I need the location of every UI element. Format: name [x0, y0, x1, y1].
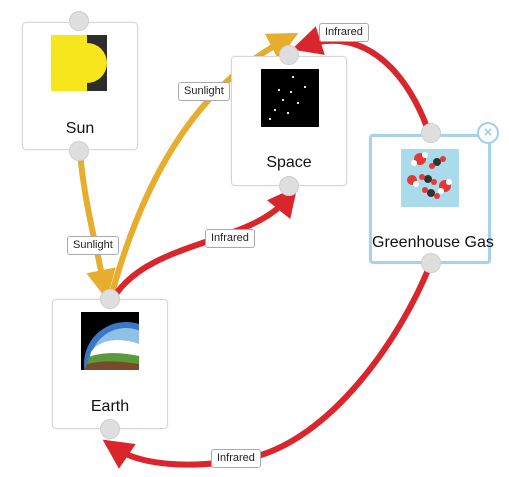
stars-icon — [261, 69, 319, 127]
port-space-top[interactable] — [279, 45, 299, 65]
port-greenhouse-gas-top[interactable] — [421, 123, 441, 143]
node-label-space: Space — [266, 154, 312, 171]
link-label-gas-earth-infrared[interactable]: Infrared — [211, 449, 261, 468]
sun-image — [51, 35, 107, 91]
node-label-greenhouse-gas: Greenhouse Gas — [372, 234, 494, 251]
port-earth-top[interactable] — [100, 289, 120, 309]
molecules-icon — [401, 149, 459, 207]
node-sun[interactable]: Sun — [22, 22, 138, 150]
space-image — [261, 69, 319, 127]
node-greenhouse-gas[interactable]: Greenhouse Gas — [369, 134, 494, 264]
link-sun-earth[interactable] — [77, 151, 116, 300]
node-earth[interactable]: Earth — [52, 299, 168, 429]
sun-icon — [51, 35, 107, 91]
node-space[interactable]: Space — [231, 56, 347, 186]
node-label-earth: Earth — [90, 398, 130, 415]
earth-icon — [81, 312, 139, 370]
port-greenhouse-gas-bottom[interactable] — [421, 253, 441, 273]
port-space-bottom[interactable] — [279, 176, 299, 196]
earth-image — [81, 312, 139, 370]
close-icon[interactable]: × — [477, 122, 499, 144]
link-label-earth-space-sunlight[interactable]: Sunlight — [178, 82, 230, 101]
link-label-sun-earth[interactable]: Sunlight — [67, 236, 119, 255]
link-gas-earth-infrared[interactable] — [102, 263, 433, 469]
greenhouse-gas-image — [401, 149, 459, 207]
link-label-gas-space-infrared[interactable]: Infrared — [319, 23, 369, 42]
port-sun-bottom[interactable] — [69, 141, 89, 161]
port-sun-top[interactable] — [69, 11, 89, 31]
node-label-sun: Sun — [65, 120, 95, 137]
port-earth-bottom[interactable] — [100, 419, 120, 439]
link-label-earth-space-infrared[interactable]: Infrared — [205, 229, 255, 248]
link-earth-space-infrared[interactable] — [111, 186, 298, 299]
